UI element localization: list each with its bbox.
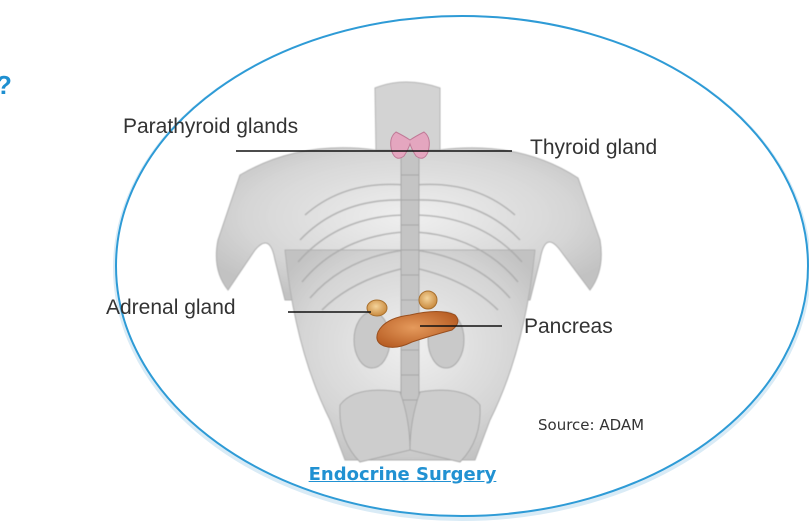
label-pancreas: Pancreas	[524, 315, 613, 339]
label-adrenal-gland: Adrenal gland	[106, 296, 236, 320]
adrenal-gland-right-shape	[419, 291, 437, 309]
endocrine-surgery-link[interactable]: Endocrine Surgery	[0, 464, 809, 485]
label-parathyroid-glands: Parathyroid glands	[123, 115, 298, 139]
partial-question-mark: ?	[0, 70, 12, 101]
endocrine-surgery-link-text[interactable]: Endocrine Surgery	[309, 464, 497, 485]
source-credit: Source: ADAM	[538, 416, 644, 434]
label-thyroid-gland: Thyroid gland	[530, 136, 657, 160]
adrenal-gland-left-shape	[367, 300, 387, 316]
